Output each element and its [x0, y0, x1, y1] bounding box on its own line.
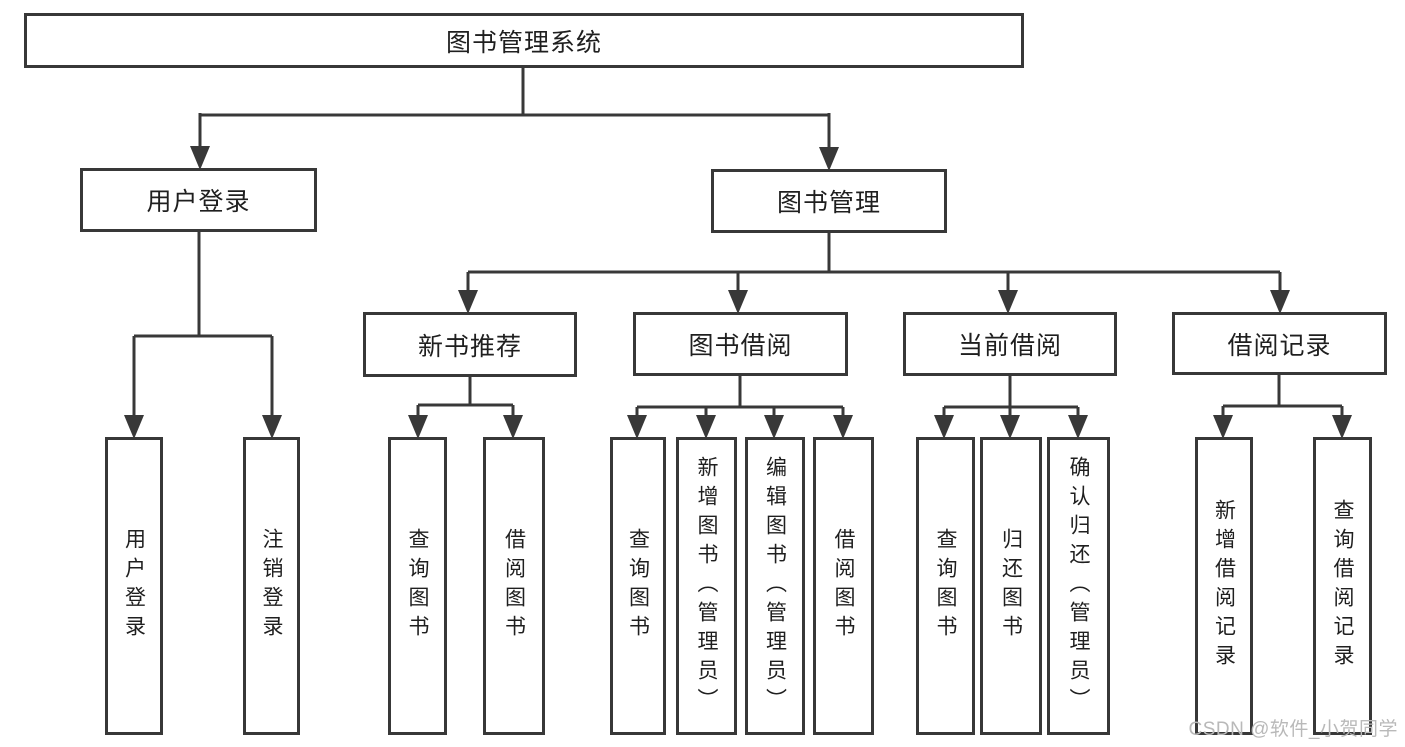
node-current-borrow: 当前借阅: [903, 312, 1117, 376]
connector-user-login-to-leaves: [124, 232, 282, 439]
leaf-query-borrow-record: 查询借阅记录: [1313, 437, 1372, 735]
node-borrow-records: 借阅记录: [1172, 312, 1387, 375]
leaf-query-books-current: 查询图书: [916, 437, 975, 735]
leaf-add-borrow-record: 新增借阅记录: [1195, 437, 1253, 735]
leaf-borrow-books: 借阅图书: [813, 437, 874, 735]
leaf-query-books-borrow: 查询图书: [610, 437, 666, 735]
leaf-edit-books-admin: 编辑图书（管理员）: [745, 437, 805, 735]
leaf-add-books-admin: 新增图书（管理员）: [676, 437, 737, 735]
leaf-borrow-books-recommend: 借阅图书: [483, 437, 545, 735]
connector-book-management-to-level3: [458, 233, 1290, 314]
connector-new-book-recommend-to-leaves: [408, 377, 523, 439]
node-new-book-recommend: 新书推荐: [363, 312, 577, 377]
csdn-watermark: CSDN @软件_小贺同学: [1188, 719, 1398, 740]
connector-current-borrow-to-leaves: [934, 376, 1088, 439]
connector-root-to-level2: [190, 68, 839, 171]
node-user-login: 用户登录: [80, 168, 317, 232]
leaf-return-books: 归还图书: [980, 437, 1042, 735]
node-root-system: 图书管理系统: [24, 13, 1024, 68]
connector-book-borrow-to-leaves: [627, 376, 853, 439]
connector-borrow-records-to-leaves: [1213, 375, 1352, 439]
leaf-confirm-return-admin: 确认归还（管理员）: [1047, 437, 1110, 735]
leaf-user-login: 用户登录: [105, 437, 163, 735]
node-book-management: 图书管理: [711, 169, 947, 233]
node-book-borrow: 图书借阅: [633, 312, 848, 376]
leaf-query-books-recommend: 查询图书: [388, 437, 447, 735]
leaf-logout: 注销登录: [243, 437, 300, 735]
